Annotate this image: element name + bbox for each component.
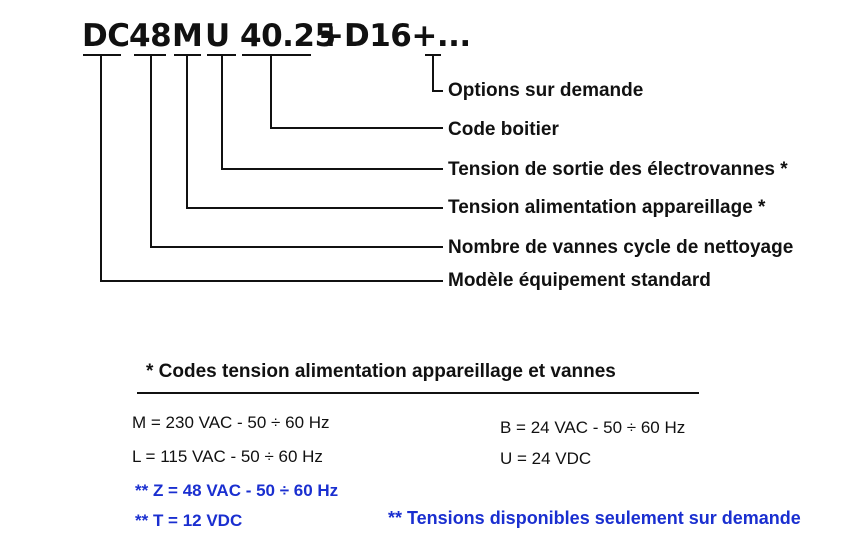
connector-case-code — [270, 55, 443, 129]
label-model: Modèle équipement standard — [448, 270, 711, 291]
code-u: U — [205, 18, 230, 54]
label-case-code: Code boitier — [448, 119, 559, 140]
code-48: 48 — [129, 18, 172, 54]
code-dc: DC — [82, 18, 130, 54]
on-request-note: ** Tensions disponibles seulement sur de… — [388, 508, 801, 528]
connector-options — [432, 55, 443, 92]
voltage-m: M = 230 VAC - 50 ÷ 60 Hz — [132, 413, 330, 432]
voltage-u: U = 24 VDC — [500, 449, 592, 468]
voltage-b: B = 24 VAC - 50 ÷ 60 Hz — [500, 418, 686, 437]
code-m: M — [172, 18, 203, 54]
connector-valve-count — [150, 55, 443, 248]
voltage-t: ** T = 12 VDC — [135, 511, 243, 530]
connector-model — [100, 55, 443, 282]
connector-supply-voltage — [186, 55, 443, 209]
voltage-codes-title: * Codes tension alimentation appareillag… — [146, 361, 616, 382]
label-valve-count: Nombre de vannes cycle de nettoyage — [448, 237, 794, 258]
connector-valve-voltage — [221, 55, 443, 170]
label-valve-voltage: Tension de sortie des électrovannes * — [448, 159, 788, 180]
code-options: D16+... — [344, 18, 471, 54]
voltage-l: L = 115 VAC - 50 ÷ 60 Hz — [132, 447, 323, 466]
code-case: 40.25 — [240, 18, 336, 54]
label-supply-voltage: Tension alimentation appareillage * — [448, 197, 766, 218]
code-plus: + — [318, 18, 344, 54]
label-options: Options sur demande — [448, 80, 644, 101]
voltage-z: ** Z = 48 VAC - 50 ÷ 60 Hz — [135, 481, 339, 500]
